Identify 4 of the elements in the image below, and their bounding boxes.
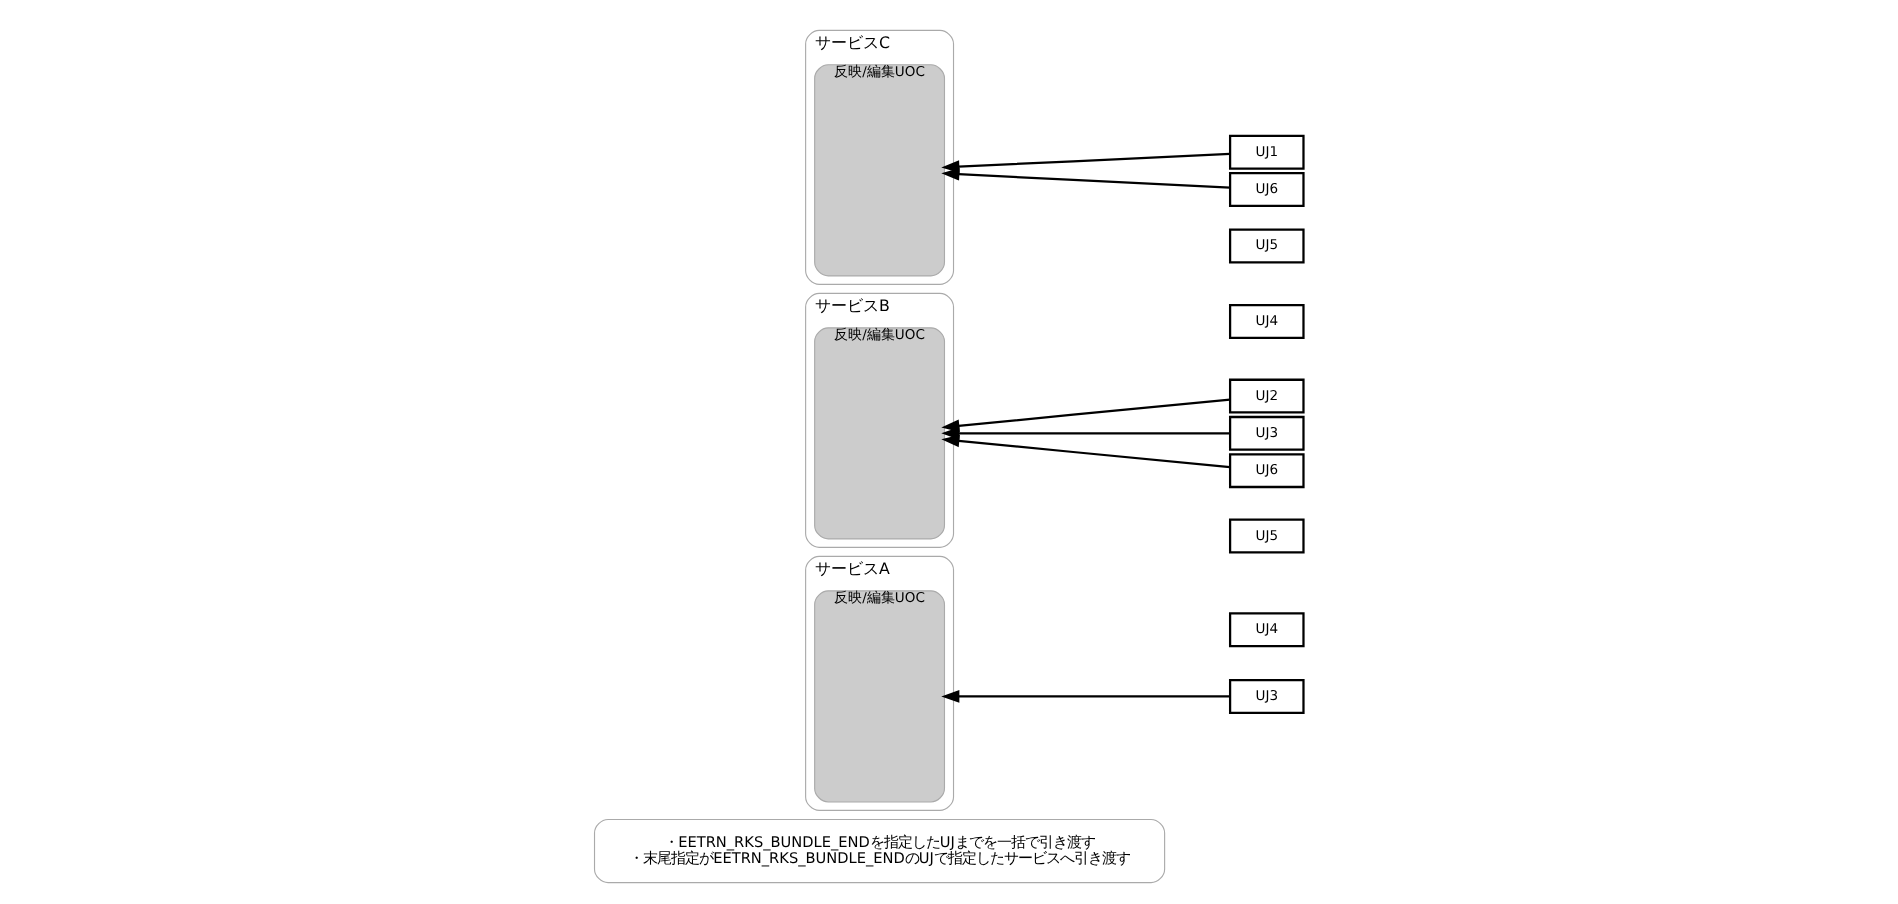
arrow [941,434,1230,469]
arrow [941,167,1230,189]
arrow [941,398,1230,433]
arrow [941,690,1230,703]
